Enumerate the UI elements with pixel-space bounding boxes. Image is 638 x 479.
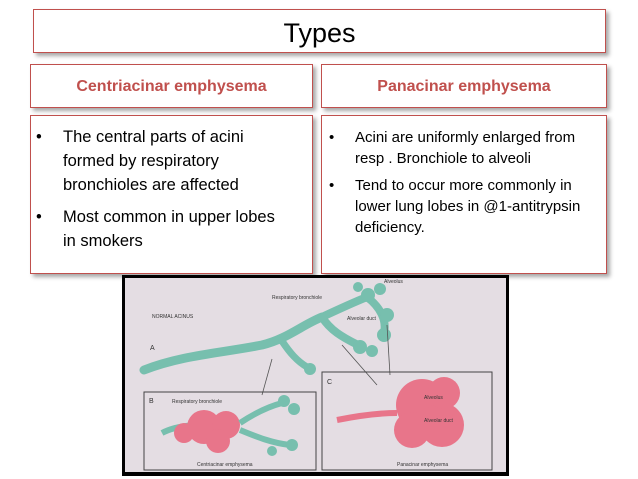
panacinar-header-box: Panacinar emphysema bbox=[321, 64, 607, 108]
alveolus-shape bbox=[353, 282, 363, 292]
bullet-item: • The central parts of acini formed by re… bbox=[36, 125, 288, 197]
panacinar-body-box: • Acini are uniformly enlarged from resp … bbox=[321, 115, 607, 274]
label-panel-a: A bbox=[150, 345, 155, 352]
bullet-icon: • bbox=[36, 208, 42, 226]
label-b-resp-bronchiole: Respiratory bronchiole bbox=[172, 399, 222, 405]
panel-c-frame bbox=[321, 371, 493, 471]
connector-line bbox=[386, 324, 391, 376]
dilated-bronchiole-shape bbox=[174, 423, 194, 443]
alveolus-shape bbox=[374, 283, 386, 295]
alveolus-shape bbox=[366, 345, 378, 357]
alveolus-shape bbox=[353, 340, 367, 354]
alveolus-shape bbox=[380, 308, 394, 322]
connector-line bbox=[341, 344, 378, 386]
centriacinar-heading: Centriacinar emphysema bbox=[76, 78, 267, 95]
centriacinar-bullets: • The central parts of acini formed by re… bbox=[36, 125, 288, 261]
alveolus-shape bbox=[361, 288, 375, 302]
panacinar-bullets: • Acini are uniformly enlarged from resp … bbox=[329, 127, 600, 244]
bullet-item: • Tend to occur more commonly in lower lu… bbox=[329, 175, 600, 238]
bullet-item: • Acini are uniformly enlarged from resp … bbox=[329, 127, 600, 169]
panel-b-frame bbox=[143, 391, 317, 471]
airway-shape bbox=[318, 313, 362, 349]
centriacinar-body-box: • The central parts of acini formed by re… bbox=[30, 115, 313, 274]
label-resp-bronchiole: Respiratory bronchiole bbox=[272, 295, 322, 301]
alveolus-shape bbox=[377, 328, 391, 342]
connector-line bbox=[261, 358, 273, 396]
label-c-alveolar-duct: Alveolar duct bbox=[424, 418, 454, 424]
airway-shape bbox=[278, 337, 311, 371]
enlarged-acinus-shape bbox=[394, 412, 430, 448]
label-panel-b: B bbox=[149, 398, 154, 405]
alveolus-shape bbox=[288, 403, 300, 415]
label-panel-c: C bbox=[327, 379, 332, 386]
airway-shape bbox=[139, 312, 327, 375]
bullet-icon: • bbox=[36, 128, 42, 146]
centriacinar-header-box: Centriacinar emphysema bbox=[30, 64, 313, 108]
bullet-icon: • bbox=[329, 129, 335, 146]
label-normal-acinus: NORMAL ACINUS bbox=[152, 314, 194, 320]
bullet-text: Tend to occur more commonly in lower lun… bbox=[355, 177, 581, 236]
slide-title: Types bbox=[283, 18, 356, 48]
caption-centriacinar: Centriacinar emphysema bbox=[197, 462, 253, 468]
airway-shape bbox=[238, 400, 283, 426]
airway-shape bbox=[336, 410, 398, 423]
alveolus-shape bbox=[286, 439, 298, 451]
emphysema-diagram: NORMAL ACINUS Alveolus Respiratory bronc… bbox=[122, 275, 509, 476]
label-alveolus: Alveolus bbox=[384, 279, 403, 285]
enlarged-acinus-shape bbox=[420, 403, 464, 447]
bullet-text: The central parts of acini formed by res… bbox=[63, 128, 244, 194]
label-c-alveolus: Alveolus bbox=[424, 395, 443, 401]
enlarged-acinus-shape bbox=[428, 377, 460, 409]
bullet-text: Acini are uniformly enlarged from resp .… bbox=[355, 129, 576, 167]
bullet-text: Most common in upper lobes in smokers bbox=[63, 208, 275, 250]
alveolus-shape bbox=[267, 446, 277, 456]
alveolus-shape bbox=[304, 363, 316, 375]
panacinar-heading: Panacinar emphysema bbox=[377, 78, 551, 95]
airway-shape bbox=[238, 427, 291, 448]
title-box: Types bbox=[33, 9, 606, 53]
label-alveolar-duct: Alveolar duct bbox=[347, 316, 377, 322]
bullet-icon: • bbox=[329, 177, 335, 194]
dilated-bronchiole-shape bbox=[206, 429, 230, 453]
alveolus-shape bbox=[278, 395, 290, 407]
caption-panacinar: Panacinar emphysema bbox=[397, 462, 448, 468]
bullet-item: • Most common in upper lobes in smokers bbox=[36, 205, 288, 253]
